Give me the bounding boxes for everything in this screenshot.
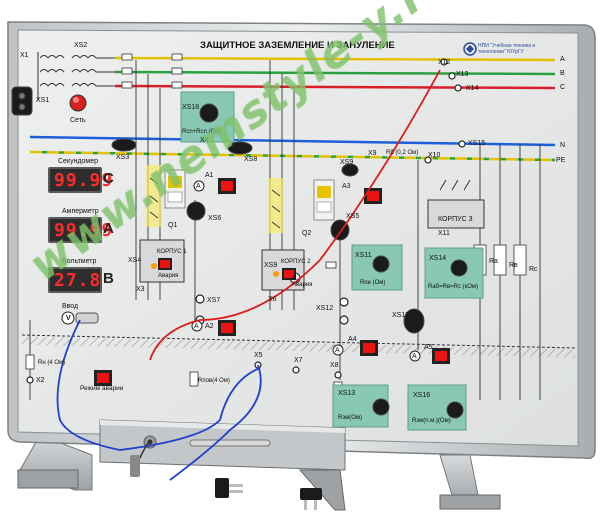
label-xs12: XS12 — [316, 305, 334, 312]
logo — [463, 42, 477, 56]
label-korpus2: КОРПУС 2 — [281, 259, 311, 265]
label-x5: X5 — [254, 352, 263, 359]
voltmeter-value: 27.8 — [54, 270, 102, 291]
label-x12: X12 — [438, 59, 451, 66]
voltmeter-input-symbol: V — [66, 315, 71, 322]
ammeter-unit: А — [103, 220, 114, 237]
logo-text: НПИ "Учебная техника и технологии" ЮУрГУ — [478, 43, 536, 55]
korpus-boxes — [139, 179, 485, 291]
label-xs4: XS4 — [128, 257, 142, 264]
ammeter-symbol-a5: A — [412, 353, 417, 360]
voltmeter-unit: В — [103, 270, 114, 287]
label-rpov: Rпов(4 Ом) — [198, 378, 230, 384]
voltmeter-display: 27.8 — [48, 267, 102, 293]
bus-label-a: A — [560, 56, 565, 63]
label-xs8: XS8 — [244, 156, 258, 163]
label-xs14: XS14 — [429, 255, 447, 262]
label-x10: X10 — [428, 152, 441, 159]
circuit-breakers[interactable] — [146, 165, 335, 233]
label-korpus1: КОРПУС 1 — [157, 249, 187, 255]
label-x3: X3 — [136, 286, 145, 293]
ammeter-symbol-a2: A — [194, 323, 199, 330]
ammeter-value: 99.99 — [54, 220, 114, 241]
label-xs9: XS9 — [264, 262, 278, 269]
sockets[interactable] — [11, 86, 468, 419]
label-x13: X13 — [456, 71, 469, 78]
bus-label-n: N — [560, 142, 566, 149]
label-korpus3: КОРПУС 3 — [438, 216, 473, 223]
power-lamp[interactable] — [69, 94, 87, 112]
label-rcn: Rсn+Rcn (Ом) — [182, 129, 222, 135]
ammeter-label: Амперметр — [62, 208, 99, 215]
label-rezhim: Режим аварии — [80, 385, 124, 392]
stopwatch-label: Секундомер — [58, 158, 99, 165]
label-xs17: XS17 — [392, 312, 410, 319]
stopwatch-display: 99.99 — [48, 167, 112, 193]
loose-plugs — [130, 455, 322, 510]
ammeter-symbols — [191, 180, 421, 362]
label-avaria-1: Авария — [158, 273, 179, 279]
label-rpe: Rпе (Ом) — [360, 280, 386, 286]
label-rzm2: Rзм(п.м.)(Ом) — [412, 418, 451, 424]
label-xs1: XS1 — [36, 97, 50, 104]
label-a5: A5 — [424, 344, 433, 351]
label-x11: X11 — [438, 230, 450, 237]
label-avaria-2: Авария — [292, 282, 313, 288]
label-a1: A1 — [205, 172, 214, 179]
label-xs15: XS15 — [468, 140, 486, 147]
ammeter-symbol-a1: A — [196, 183, 201, 190]
label-x9: X9 — [368, 150, 377, 157]
label-set: Сеть — [70, 117, 86, 124]
stand-feet — [17, 434, 501, 510]
label-rzm: Rзм(Ом) — [338, 415, 362, 421]
busbars — [29, 56, 556, 162]
label-x14: X14 — [466, 85, 479, 92]
label-rab: Rаб=Rв=Rс (кОм) — [428, 284, 479, 290]
label-q1: Q1 — [168, 222, 178, 229]
transformer-coils — [37, 52, 115, 100]
label-vvod: Ввод — [62, 303, 79, 310]
label-x8: X8 — [330, 362, 339, 369]
label-xs2: XS2 — [74, 42, 88, 49]
label-x6: X6 — [268, 296, 277, 303]
label-xs5: XS5 — [346, 213, 360, 220]
label-x7: X7 — [294, 357, 303, 364]
label-x2: X2 — [36, 377, 45, 384]
label-rb2: Rв — [509, 262, 518, 269]
label-xs9b: XS9 — [340, 159, 354, 166]
label-ra: Rа — [489, 258, 498, 265]
stopwatch-value: 99.99 — [54, 170, 114, 191]
page-title: ЗАЩИТНОЕ ЗАЗЕМЛЕНИЕ И ЗАНУЛЕНИЕ — [200, 40, 395, 51]
label-xs18: XS18 — [182, 104, 200, 111]
label-xs7: XS7 — [207, 297, 221, 304]
label-q2: Q2 — [302, 230, 312, 237]
voltmeter-label: Вольтметр — [62, 258, 97, 265]
cables — [56, 69, 441, 481]
bus-label-c: C — [560, 84, 566, 91]
label-xs6: XS6 — [208, 215, 222, 222]
ammeter-symbol-a4: A — [335, 347, 340, 354]
label-rc: Rс — [529, 266, 538, 273]
label-a2: A2 — [205, 323, 214, 330]
label-a4: A4 — [348, 336, 357, 343]
label-rb: Rб (0,2 Ом) — [386, 150, 419, 156]
bus-label-pe: PE — [556, 157, 566, 164]
ammeter-display: 99.99 — [48, 217, 112, 243]
label-xs11: XS11 — [355, 252, 372, 259]
stopwatch-unit: С — [103, 170, 114, 187]
label-xs16: XS16 — [413, 392, 431, 399]
label-x1: X1 — [20, 52, 29, 59]
label-a3: A3 — [342, 183, 351, 190]
ammeter-symbol-a3: A — [292, 275, 297, 282]
label-xs13: XS13 — [338, 390, 356, 397]
label-x4: X4 — [200, 137, 209, 144]
bus-label-b: B — [560, 70, 565, 77]
label-xs3: XS3 — [116, 154, 130, 161]
label-rn: Rн (4 Ом) — [38, 360, 66, 366]
